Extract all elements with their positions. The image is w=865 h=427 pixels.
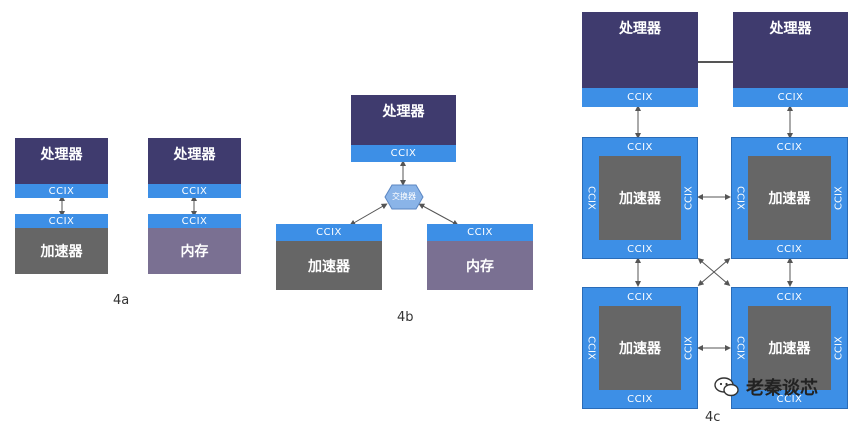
ccix-port: CCIX [734, 336, 746, 360]
watermark-text: 老秦谈芯 [746, 378, 818, 399]
ccix-port: CCIX [833, 186, 845, 210]
link-b-switch-mem [418, 203, 459, 226]
accelerator-node-c2: CCIX CCIX CCIX CCIX 加速器 [731, 137, 848, 259]
accelerator-node-c1: CCIX CCIX CCIX CCIX 加速器 [582, 137, 698, 259]
caption-4b: 4b [397, 310, 414, 325]
accelerator-block-b: 加速器 [276, 241, 382, 290]
accelerator-block-a: 加速器 [15, 228, 108, 274]
ccix-port: CCIX [583, 288, 697, 306]
processor-label: 处理器 [40, 147, 83, 163]
processor-block-a1: 处理器 [15, 138, 108, 184]
accelerator-label: 加速器 [619, 191, 661, 207]
ccix-port: CCIX [15, 184, 108, 198]
accelerator-label: 加速器 [768, 191, 811, 207]
ccix-port: CCIX [583, 138, 697, 156]
accelerator-core: 加速器 [599, 156, 681, 240]
accelerator-node-c3: CCIX CCIX CCIX CCIX 加速器 [582, 287, 698, 409]
switch-label: 交换器 [392, 192, 416, 201]
ccix-port: CCIX [148, 214, 241, 228]
ccix-port: CCIX [732, 288, 847, 306]
ccix-port: CCIX [732, 240, 847, 258]
ccix-port: CCIX [585, 186, 597, 210]
processor-block-c1: 处理器 [582, 12, 698, 88]
ccix-port: CCIX [585, 336, 597, 360]
ccix-port: CCIX [276, 224, 382, 241]
memory-label: 内存 [180, 244, 209, 260]
accelerator-label: 加速器 [40, 244, 83, 260]
accelerator-core: 加速器 [599, 306, 681, 390]
memory-block-b: 内存 [427, 241, 533, 290]
ccix-port: CCIX [734, 186, 746, 210]
processor-block-b: 处理器 [351, 95, 456, 145]
accelerator-core: 加速器 [748, 156, 831, 240]
ccix-port: CCIX [683, 336, 695, 360]
accelerator-label: 加速器 [619, 341, 661, 357]
memory-label: 内存 [466, 258, 494, 275]
ccix-port: CCIX [733, 88, 848, 107]
caption-4c: 4c [705, 410, 721, 425]
ccix-port: CCIX [732, 138, 847, 156]
link-c-a2-a3 [697, 258, 731, 286]
switch-node: 交换器 [384, 184, 424, 210]
memory-block-a: 内存 [148, 228, 241, 274]
ccix-port: CCIX [582, 88, 698, 107]
processor-label: 处理器 [382, 104, 425, 120]
accelerator-node-c4: CCIX CCIX CCIX CCIX 加速器 [731, 287, 848, 409]
accelerator-label: 加速器 [308, 258, 350, 275]
processor-label: 处理器 [173, 147, 216, 163]
processor-block-a2: 处理器 [148, 138, 241, 184]
wechat-icon [714, 377, 739, 397]
ccix-port: CCIX [15, 214, 108, 228]
ccix-port: CCIX [148, 184, 241, 198]
ccix-port: CCIX [732, 390, 847, 408]
processor-block-c2: 处理器 [733, 12, 848, 88]
ccix-port: CCIX [427, 224, 533, 241]
accelerator-label: 加速器 [768, 341, 811, 357]
ccix-port: CCIX [351, 145, 456, 162]
link-b-switch-accel [349, 203, 388, 226]
ccix-port: CCIX [583, 240, 697, 258]
hexagon-icon [384, 184, 424, 210]
ccix-port: CCIX [583, 390, 697, 408]
processor-label: 处理器 [619, 21, 661, 37]
processor-label: 处理器 [769, 21, 812, 37]
ccix-port: CCIX [683, 186, 695, 210]
watermark: 老秦谈芯 [714, 374, 854, 400]
accelerator-core: 加速器 [748, 306, 831, 390]
caption-4a: 4a [113, 293, 130, 308]
